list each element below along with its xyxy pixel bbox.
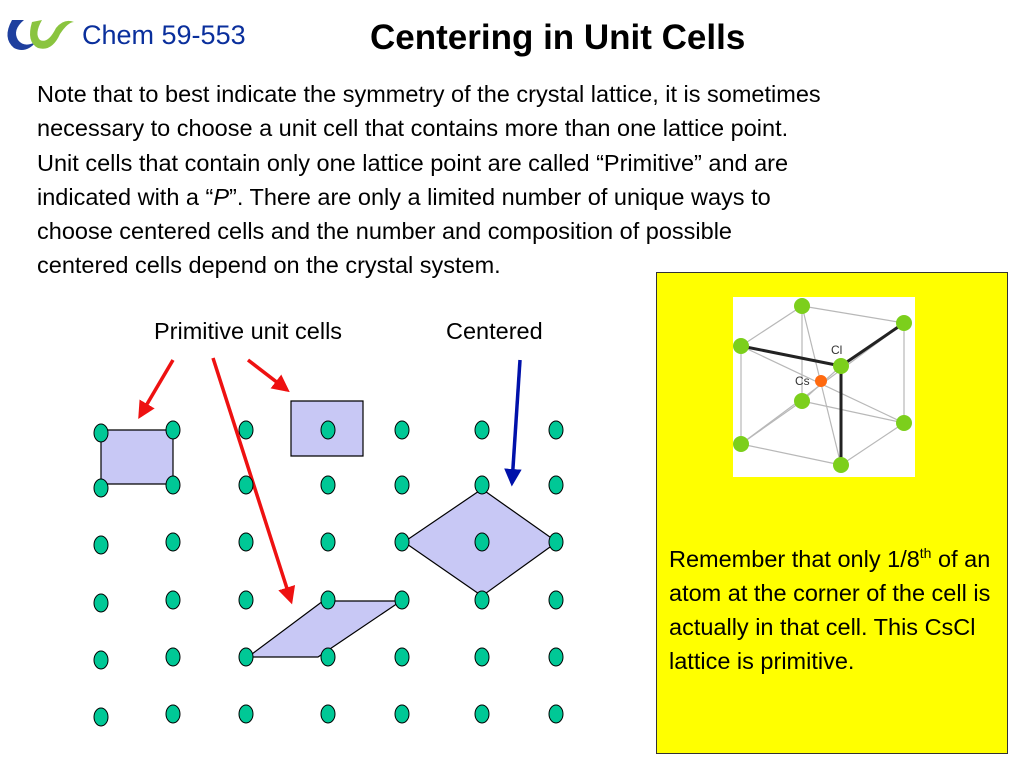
body-text-fragment: indicated with a “	[37, 183, 214, 210]
body-line: necessary to choose a unit cell that con…	[37, 115, 789, 142]
lattice-point	[165, 532, 181, 552]
lattice-point	[474, 590, 490, 610]
lattice-point	[394, 420, 410, 440]
cl-label: Cl	[831, 343, 842, 357]
lattice-point	[165, 647, 181, 667]
body-line: Note that to best indicate the symmetry …	[37, 81, 821, 107]
lattice-point	[238, 590, 254, 610]
body-line: indicated with a “P”. There are only a l…	[37, 180, 997, 214]
lattice-point	[320, 475, 336, 495]
course-name: Chem 59-553	[82, 20, 246, 50]
arrow-to-square	[246, 358, 290, 393]
lattice-point	[474, 647, 490, 667]
lattice-point	[320, 420, 336, 440]
cl-atoms	[733, 298, 912, 473]
lattice-point	[320, 704, 336, 724]
page-title: Centering in Unit Cells	[370, 18, 746, 57]
lattice-point	[474, 420, 490, 440]
cscl-cube-figure: Cl Cs	[733, 297, 915, 477]
lattice-point	[394, 647, 410, 667]
body-paragraph: Note that to best indicate the symmetry …	[37, 77, 997, 283]
lattice-point	[394, 475, 410, 495]
lattice-point	[548, 590, 564, 610]
lattice-point	[93, 478, 109, 498]
note-text: Remember that only 1/8th of an atom at t…	[669, 542, 1004, 678]
lattice-point	[93, 650, 109, 670]
lattice-point	[548, 704, 564, 724]
note-superscript: th	[919, 545, 932, 562]
note-text-part: of an atom at the corner of the cell is …	[669, 546, 991, 674]
arrow-to-diamond	[504, 359, 522, 487]
lattice-points	[93, 420, 564, 727]
lattice-point	[548, 532, 564, 552]
lattice-point	[394, 704, 410, 724]
note-text-part: Remember that only 1/8	[669, 546, 920, 572]
lattice-point	[320, 590, 336, 610]
lattice-point	[548, 475, 564, 495]
cs-atom	[815, 375, 827, 387]
lattice-point	[165, 420, 181, 440]
lattice-point	[165, 590, 181, 610]
lattice-point	[320, 647, 336, 667]
primitive-symbol: P	[213, 183, 230, 210]
lattice-point	[238, 420, 254, 440]
lattice-diagram	[93, 357, 564, 727]
arrow-to-rectangle	[138, 359, 175, 420]
lattice-point	[93, 707, 109, 727]
lattice-point	[238, 532, 254, 552]
body-line: centered cells depend on the crystal sys…	[37, 252, 501, 279]
lattice-point	[238, 704, 254, 724]
lattice-point	[474, 475, 490, 495]
lattice-point	[548, 647, 564, 667]
lattice-point	[320, 532, 336, 552]
lattice-point	[93, 593, 109, 613]
body-text-fragment: ”. There are only a limited number of un…	[229, 183, 771, 210]
cs-label: Cs	[795, 374, 810, 388]
primitive-cells-label: Primitive unit cells	[154, 318, 343, 344]
logo-icon	[7, 20, 74, 50]
lattice-point	[474, 532, 490, 552]
body-line: choose centered cells and the number and…	[37, 218, 732, 245]
body-line: Unit cells that contain only one lattice…	[37, 149, 789, 176]
lattice-point	[548, 420, 564, 440]
lattice-point	[394, 532, 410, 552]
lattice-point	[474, 704, 490, 724]
lattice-point	[238, 475, 254, 495]
primitive-cell-rectangle	[100, 429, 174, 485]
lattice-point	[394, 590, 410, 610]
lattice-point	[238, 647, 254, 667]
lattice-point	[165, 704, 181, 724]
lattice-point	[165, 475, 181, 495]
lattice-point	[93, 423, 109, 443]
centered-label: Centered	[446, 318, 543, 344]
lattice-point	[93, 535, 109, 555]
